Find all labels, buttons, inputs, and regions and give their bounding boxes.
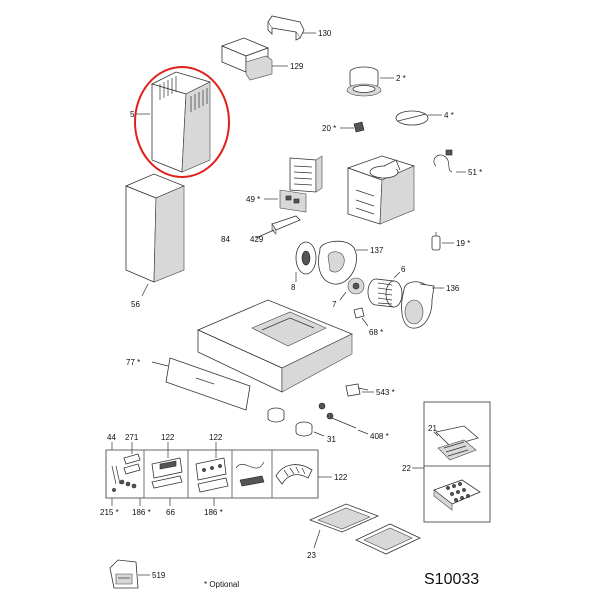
- vent-slots-left: [159, 76, 177, 100]
- label-5: 5: [130, 110, 135, 119]
- label-23: 23: [307, 551, 316, 560]
- label-4: 4 *: [444, 111, 454, 120]
- part-408-knob[interactable]: [318, 402, 357, 429]
- part-122-hose[interactable]: [275, 464, 313, 485]
- part-51-cable[interactable]: [433, 149, 453, 173]
- label-20: 20 *: [322, 124, 336, 133]
- label-215: 215 *: [100, 508, 119, 517]
- carbon-filter-cassette[interactable]: [433, 479, 481, 511]
- part-137-fan-scroll[interactable]: [318, 240, 357, 285]
- part-130-bracket[interactable]: [267, 15, 305, 41]
- label-66: 66: [166, 508, 175, 517]
- label-84: 84: [221, 235, 230, 244]
- part-8-scroll-plate[interactable]: [295, 241, 317, 275]
- label-77: 77 *: [126, 358, 140, 367]
- label-186-a: 186 *: [132, 508, 151, 517]
- part-motor-housing[interactable]: [346, 155, 416, 225]
- label-519: 519: [152, 571, 166, 580]
- label-56: 56: [131, 300, 140, 309]
- label-136: 136: [446, 284, 460, 293]
- label-408: 408 *: [370, 432, 389, 441]
- part-44-screws[interactable]: [111, 465, 121, 492]
- part-543-lamp[interactable]: [345, 383, 369, 397]
- part-429-switch[interactable]: [271, 215, 301, 235]
- label-68: 68 *: [369, 328, 383, 337]
- label-19: 19 *: [456, 239, 470, 248]
- diagram-code: S10033: [424, 571, 479, 588]
- part-2-collar[interactable]: [346, 66, 382, 97]
- label-543: 543 *: [376, 388, 395, 397]
- part-23-grease-filters[interactable]: [308, 503, 421, 555]
- label-122-c: 122: [334, 473, 348, 482]
- part-filter-grille[interactable]: [289, 155, 323, 193]
- label-271: 271: [125, 433, 139, 442]
- part-68-screw[interactable]: [353, 307, 365, 319]
- part-122-bracket-set-b[interactable]: [195, 457, 229, 493]
- label-122-b: 122: [209, 433, 223, 442]
- part-5-upper-chimney[interactable]: [150, 71, 212, 173]
- label-44: 44: [107, 433, 116, 442]
- part-20-clip[interactable]: [353, 121, 365, 133]
- part-22-carbon-filter-box[interactable]: [423, 401, 491, 523]
- label-130: 130: [318, 29, 332, 38]
- label-122-a: 122: [161, 433, 175, 442]
- label-49: 49 *: [246, 195, 260, 204]
- optional-note: * Optional: [204, 580, 239, 589]
- label-21: 21: [428, 424, 437, 433]
- part-519-bracket[interactable]: [109, 559, 139, 589]
- part-7-motor[interactable]: [347, 277, 365, 295]
- label-8: 8: [291, 283, 296, 292]
- part-19-capacitor[interactable]: [431, 232, 441, 251]
- vent-slots-right: [190, 88, 208, 112]
- part-6-fan-wheel[interactable]: [367, 278, 403, 308]
- part-77-front-panel[interactable]: [165, 357, 251, 411]
- label-429: 429: [250, 235, 264, 244]
- label-129: 129: [290, 62, 304, 71]
- part-129-duct-adaptor[interactable]: [220, 37, 273, 81]
- label-186-b: 186 *: [204, 508, 223, 517]
- part-56-lower-chimney[interactable]: [124, 173, 186, 283]
- part-122-bracket-set-a[interactable]: [151, 457, 183, 489]
- label-2: 2 *: [396, 74, 406, 83]
- label-31: 31: [327, 435, 336, 444]
- label-137: 137: [370, 246, 384, 255]
- part-49-control-board[interactable]: [279, 189, 307, 213]
- label-7: 7: [332, 300, 337, 309]
- part-4-valve[interactable]: [395, 110, 429, 126]
- part-21-filter-pad[interactable]: [435, 425, 479, 461]
- label-22: 22: [402, 464, 411, 473]
- part-122-wiring[interactable]: [235, 461, 265, 487]
- highlight-ellipse: [134, 66, 230, 178]
- label-51: 51 *: [468, 168, 482, 177]
- part-136-housing-half[interactable]: [401, 281, 435, 329]
- part-271-wall-plugs[interactable]: [119, 453, 141, 489]
- part-31-lamp-holder[interactable]: [267, 407, 313, 437]
- label-6: 6: [401, 265, 406, 274]
- part-hood-body[interactable]: [197, 299, 353, 393]
